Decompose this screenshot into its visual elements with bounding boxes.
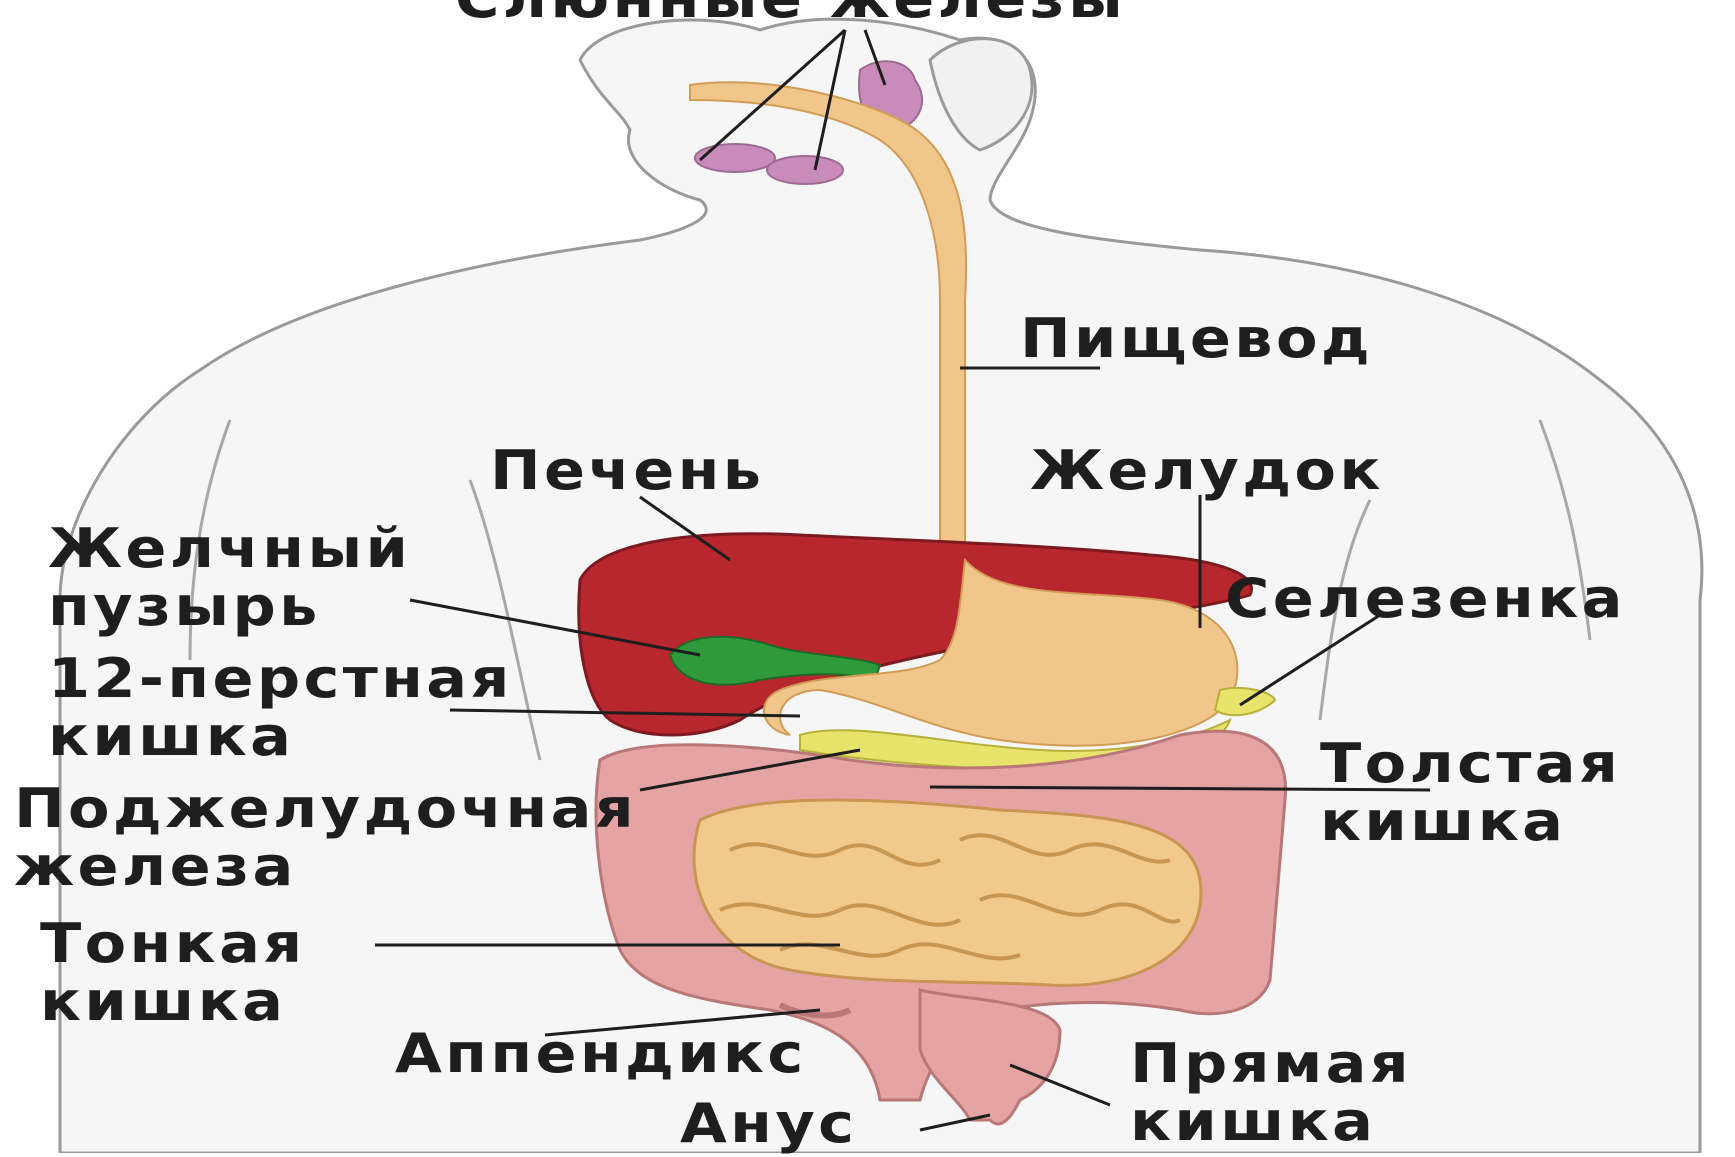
label-spleen: Селезенка (1225, 570, 1626, 628)
label-gallbladder-line2: пузырь (48, 578, 411, 636)
small-intestine-shape (694, 800, 1201, 985)
label-rectum: Прямая кишка (1130, 1035, 1412, 1151)
label-pancreas: Поджелудочная железа (14, 780, 637, 896)
label-colon-line2: кишка (1320, 793, 1621, 851)
label-salivary-glands: Слюнные железы (455, 0, 1126, 28)
label-colon: Толстая кишка (1320, 735, 1621, 851)
label-duodenum: 12-перстная кишка (48, 650, 513, 766)
label-pancreas-line1: Поджелудочная (14, 780, 637, 838)
label-small-intestine-line2: кишка (40, 973, 305, 1031)
label-small-intestine: Тонкая кишка (40, 915, 305, 1031)
label-duodenum-line2: кишка (48, 708, 513, 766)
label-rectum-line1: Прямая (1130, 1035, 1412, 1093)
label-gallbladder-line1: Желчный (48, 520, 411, 578)
label-duodenum-line1: 12-перстная (48, 650, 513, 708)
label-rectum-line2: кишка (1130, 1093, 1412, 1151)
label-stomach: Желудок (1030, 442, 1384, 500)
label-appendix: Аппендикс (395, 1025, 807, 1083)
label-anus: Анус (680, 1095, 857, 1153)
label-esophagus: Пищевод (1020, 310, 1373, 368)
label-liver: Печень (490, 442, 764, 500)
label-small-intestine-line1: Тонкая (40, 915, 305, 973)
label-colon-line1: Толстая (1320, 735, 1621, 793)
label-gallbladder: Желчный пузырь (48, 520, 411, 636)
label-pancreas-line2: железа (14, 838, 637, 896)
